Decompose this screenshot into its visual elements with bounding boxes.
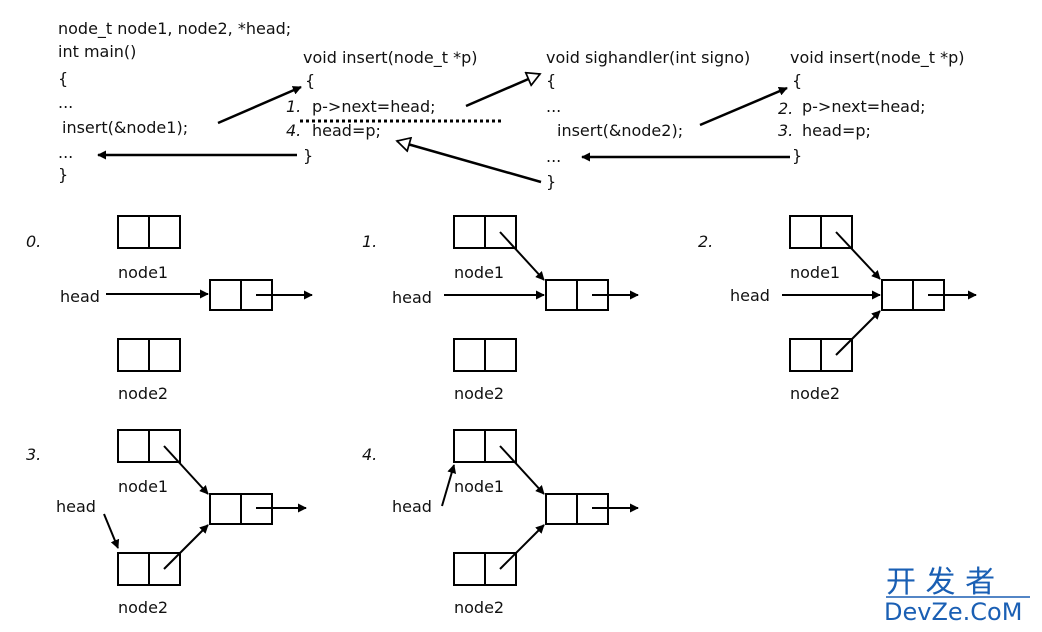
code-line: ... [58, 93, 73, 112]
node1-box [117, 429, 181, 463]
node1-next-arrow [499, 445, 545, 495]
code-line: } [58, 165, 68, 184]
head-label: head [392, 288, 432, 307]
code-line: p->next=head; [312, 97, 436, 116]
node2-box [117, 338, 181, 372]
node2-box [117, 552, 181, 586]
code-line: { [58, 69, 68, 88]
head-label: head [56, 497, 96, 516]
node1-box [453, 429, 517, 463]
insert-code-block-2: void insert(node_t *p) { 2. p->next=head… [778, 48, 965, 165]
main-code-block: node_t node1, node2, *head; int main() {… [58, 19, 291, 184]
step-number: 3. [778, 121, 793, 140]
call-arrow [699, 86, 788, 127]
code-line: void insert(node_t *p) [303, 48, 478, 68]
head-label: head [60, 287, 100, 306]
state-4: 4. node1 head node2 [362, 429, 639, 617]
state-2: 2. node1 head node2 [698, 215, 977, 403]
step-label: 3. [26, 445, 41, 464]
code-line: head=p; [802, 121, 871, 140]
node2-next-arrow [499, 524, 545, 570]
step-label: 1. [362, 232, 377, 251]
node2-label: node2 [454, 598, 504, 617]
signal-return-arrow [397, 141, 542, 184]
code-line: void sighandler(int signo) [546, 48, 750, 67]
code-line: } [792, 146, 802, 165]
head-pointer-arrow [103, 513, 120, 549]
node1-box [453, 215, 517, 249]
node2-next-arrow [835, 310, 881, 356]
code-line: { [305, 71, 315, 90]
watermark-en: DevZe.CoM [884, 598, 1022, 626]
code-line: insert(&node1); [62, 118, 188, 137]
head-label: head [392, 497, 432, 516]
node1-next-arrow [499, 231, 545, 281]
step-number: 4. [286, 121, 301, 140]
state-0: 0. node1 head node2 [26, 215, 313, 403]
code-line: { [546, 71, 556, 90]
code-line: ... [546, 147, 561, 166]
code-line: int main() [58, 42, 136, 61]
node2-box [453, 338, 517, 372]
sighandler-code-block: void sighandler(int signo) { ... insert(… [546, 48, 750, 191]
node1-label: node1 [118, 477, 168, 496]
head-label: head [730, 286, 770, 305]
control-flow-arrows [97, 74, 790, 184]
code-line: p->next=head; [802, 97, 926, 116]
step-label: 0. [26, 232, 41, 251]
node2-label: node2 [118, 598, 168, 617]
code-line: ... [546, 97, 561, 116]
insert-code-block-1: void insert(node_t *p) { 1. p->next=head… [286, 48, 478, 165]
node1-label: node1 [454, 477, 504, 496]
node1-box [789, 215, 853, 249]
code-line: insert(&node2); [557, 121, 683, 140]
node1-label: node1 [118, 263, 168, 282]
node2-next-arrow [163, 524, 209, 570]
call-arrow [217, 85, 302, 125]
watermark-logo: 开 发 者 DevZe.CoM [884, 565, 1030, 626]
code-line: node_t node1, node2, *head; [58, 19, 291, 39]
node1-label: node1 [790, 263, 840, 282]
node2-label: node2 [790, 384, 840, 403]
watermark-cn: 开 发 者 [886, 565, 995, 600]
code-line: head=p; [312, 121, 381, 140]
step-number: 2. [778, 99, 793, 118]
node2-box [453, 552, 517, 586]
node1-box [117, 215, 181, 249]
node2-box [789, 338, 853, 372]
code-line: } [546, 172, 556, 191]
head-pointer-arrow [441, 464, 457, 507]
step-label: 4. [362, 445, 377, 464]
step-number: 1. [286, 97, 301, 116]
state-1: 1. node1 head node2 [362, 215, 639, 403]
node2-label: node2 [118, 384, 168, 403]
node2-label: node2 [454, 384, 504, 403]
step-label: 2. [698, 232, 713, 251]
code-line: { [792, 71, 802, 90]
state-3: 3. node1 head node2 [26, 429, 307, 617]
code-line: void insert(node_t *p) [790, 48, 965, 68]
signal-arrow [465, 74, 540, 108]
node1-next-arrow [163, 445, 209, 495]
code-line: } [303, 146, 313, 165]
node1-next-arrow [835, 231, 881, 280]
code-line: ... [58, 143, 73, 162]
node1-label: node1 [454, 263, 504, 282]
